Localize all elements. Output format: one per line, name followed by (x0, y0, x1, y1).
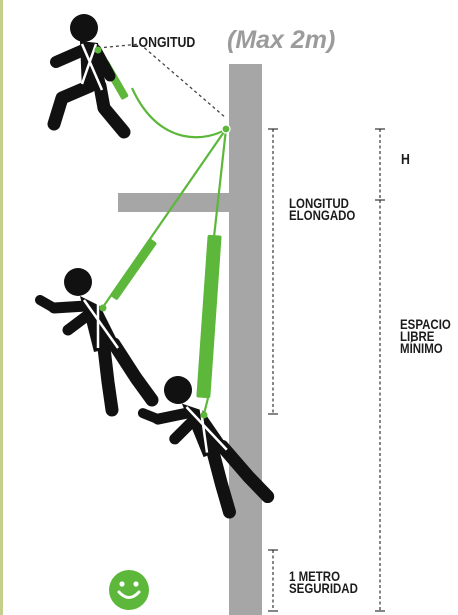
dimension-h (375, 128, 385, 201)
frame-border (0, 0, 3, 615)
shock-absorber-2 (110, 238, 157, 300)
label-line: 1 METRO (289, 568, 341, 584)
dimension-elongated (268, 128, 278, 415)
lanyard-elongated (212, 128, 228, 238)
label-espacio-libre-minimo: ESPACIO LIBRE MÍNIMO (400, 316, 451, 356)
label-line: MÍNIMO (400, 340, 443, 356)
label-line: LIBRE (400, 328, 435, 344)
harness-ring-1 (94, 46, 102, 54)
worker-2 (40, 268, 152, 410)
label-h: H (401, 151, 410, 168)
label-un-metro-seguridad: 1 METRO SEGURIDAD (289, 568, 358, 596)
lanyard-length-guide (97, 43, 227, 119)
lanyard-slack (130, 87, 227, 139)
label-longitud-elongado: LONGITUD ELONGADO (289, 195, 356, 223)
smiley-face-icon (109, 570, 149, 610)
lanyard-elongated-end (202, 397, 210, 415)
harness-ring-2 (99, 304, 107, 312)
label-line: ESPACIO (400, 316, 451, 332)
label-line: SEGURIDAD (289, 580, 358, 596)
label-line: LONGITUD (289, 195, 349, 211)
dimension-safety-meter (268, 549, 278, 612)
label-max-length: (Max 2m) (227, 26, 336, 54)
worker-1 (54, 14, 124, 132)
label-longitud: LONGITUD (131, 34, 196, 51)
harness-ring-3 (200, 411, 208, 419)
anchor-point (221, 124, 231, 134)
shock-absorber-elongated (196, 234, 222, 399)
label-line: ELONGADO (289, 207, 356, 223)
pole (229, 64, 262, 615)
dimension-clearance (375, 200, 385, 612)
